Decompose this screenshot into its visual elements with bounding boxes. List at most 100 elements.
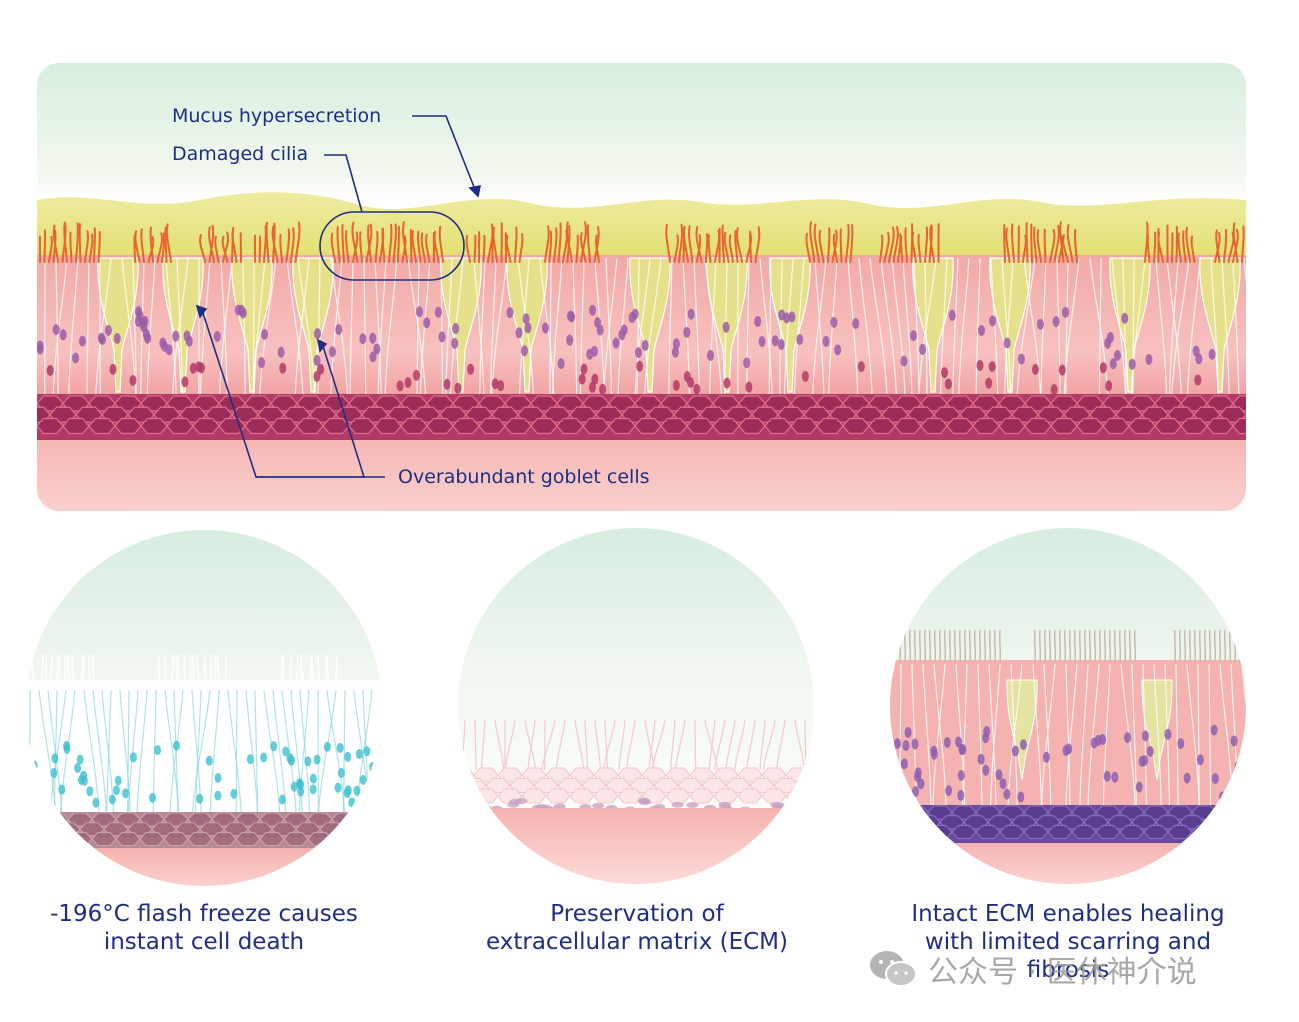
frozen-cell-boundary [254,689,259,813]
nucleus [52,324,60,336]
healing-cell-boundary [1208,663,1212,806]
cilium [438,225,444,263]
basal-cell [140,417,168,435]
nucleus [919,343,927,355]
healing-nucleus [977,753,985,765]
ecm-fiber [746,719,756,771]
nucleus [195,361,203,373]
nucleus [591,373,599,385]
ecm-fiber [494,719,505,771]
healing-cilium [939,629,941,663]
healing-cell-boundary [1241,663,1246,806]
nucleus [672,379,680,391]
nucleus [985,377,993,389]
healing-cilium [1189,629,1191,663]
basal-cell [1206,417,1234,435]
ecm-remnant [686,801,699,808]
nucleus [634,347,642,359]
cell-boundary [1016,257,1036,395]
ecm-hex-cell [665,788,691,804]
basal-cell [192,417,220,435]
cell-boundary [1065,257,1069,395]
healing-nucleus [1164,728,1172,740]
cell-boundary [693,257,700,395]
frozen-nucleus [373,765,381,776]
cilium [359,231,363,263]
cilium [1003,224,1006,263]
basal-cell [374,417,402,435]
cilium [818,229,825,263]
healing-cell-boundary [932,663,946,806]
cilium [1232,228,1239,263]
ecm-fiber [651,719,666,771]
cell-boundary [473,257,485,395]
basal-cell [270,417,298,435]
frozen-cilium [300,654,306,691]
healing-cell-boundary [890,663,891,806]
nucleus [129,374,137,386]
cell-boundary [940,257,948,395]
basal-cell [1259,396,1285,411]
cilium [367,224,372,263]
nucleus [520,345,528,357]
healing-basal-cell [1215,825,1241,839]
cilium [1036,229,1042,263]
nucleus [261,328,269,340]
frozen-nucleus [196,793,204,804]
cell-boundary [132,257,137,395]
frozen-nucleus [76,754,84,765]
nucleus [618,329,626,341]
frozen-nucleus [278,794,286,805]
healing-nucleus [1062,745,1070,757]
cilium [290,227,295,263]
ecm-fiber [694,719,697,771]
cilium [75,222,79,263]
goblet-leader-2 [256,342,366,478]
cilium [433,230,440,263]
nucleus [693,383,701,395]
cilium [734,230,739,263]
cell-boundary [165,257,177,395]
ecm-fiber [759,719,766,771]
frozen-cell-boundary [126,689,130,813]
frozen-basal-cell [259,832,285,846]
cell-boundary [668,257,673,395]
ecm-hex-cell [846,779,870,793]
ecm-fiber [604,719,608,771]
healing-nucleus [1141,755,1149,767]
ecm-fiber [625,719,636,771]
nucleus [636,360,644,372]
healing-nucleus [1177,738,1185,750]
nucleus [524,322,532,334]
frozen-cell-boundary [194,689,202,813]
cilium [580,221,587,263]
goblet-arrowhead-2 [316,338,328,353]
nucleus [279,362,287,374]
nucleus [497,380,505,392]
ecm-remnant [553,803,566,810]
healing-cilium [1194,629,1196,663]
cell-boundary [68,257,79,395]
cilium [165,223,172,263]
nucleus [687,308,695,320]
frozen-cell-boundary [235,689,238,813]
frozen-cell-boundary [49,689,67,813]
nucleus [369,351,377,363]
ecm-hex-cell [458,788,475,804]
cilia-group [38,221,1245,263]
healing-nucleus [1003,788,1011,800]
nucleus [976,359,984,371]
cilium [420,232,426,263]
healing-basal-cell [1239,825,1246,839]
healing-cilium [1134,629,1136,663]
cilium [553,227,558,263]
cilium [557,222,562,263]
healing-cilium [1119,629,1121,663]
nucleus [852,317,860,329]
nucleus [948,309,956,321]
cilium [1232,222,1239,263]
basal-cell [712,417,740,435]
frozen-nucleus [214,772,222,783]
healing-basal-cell [903,805,929,820]
nucleus [1036,318,1044,330]
